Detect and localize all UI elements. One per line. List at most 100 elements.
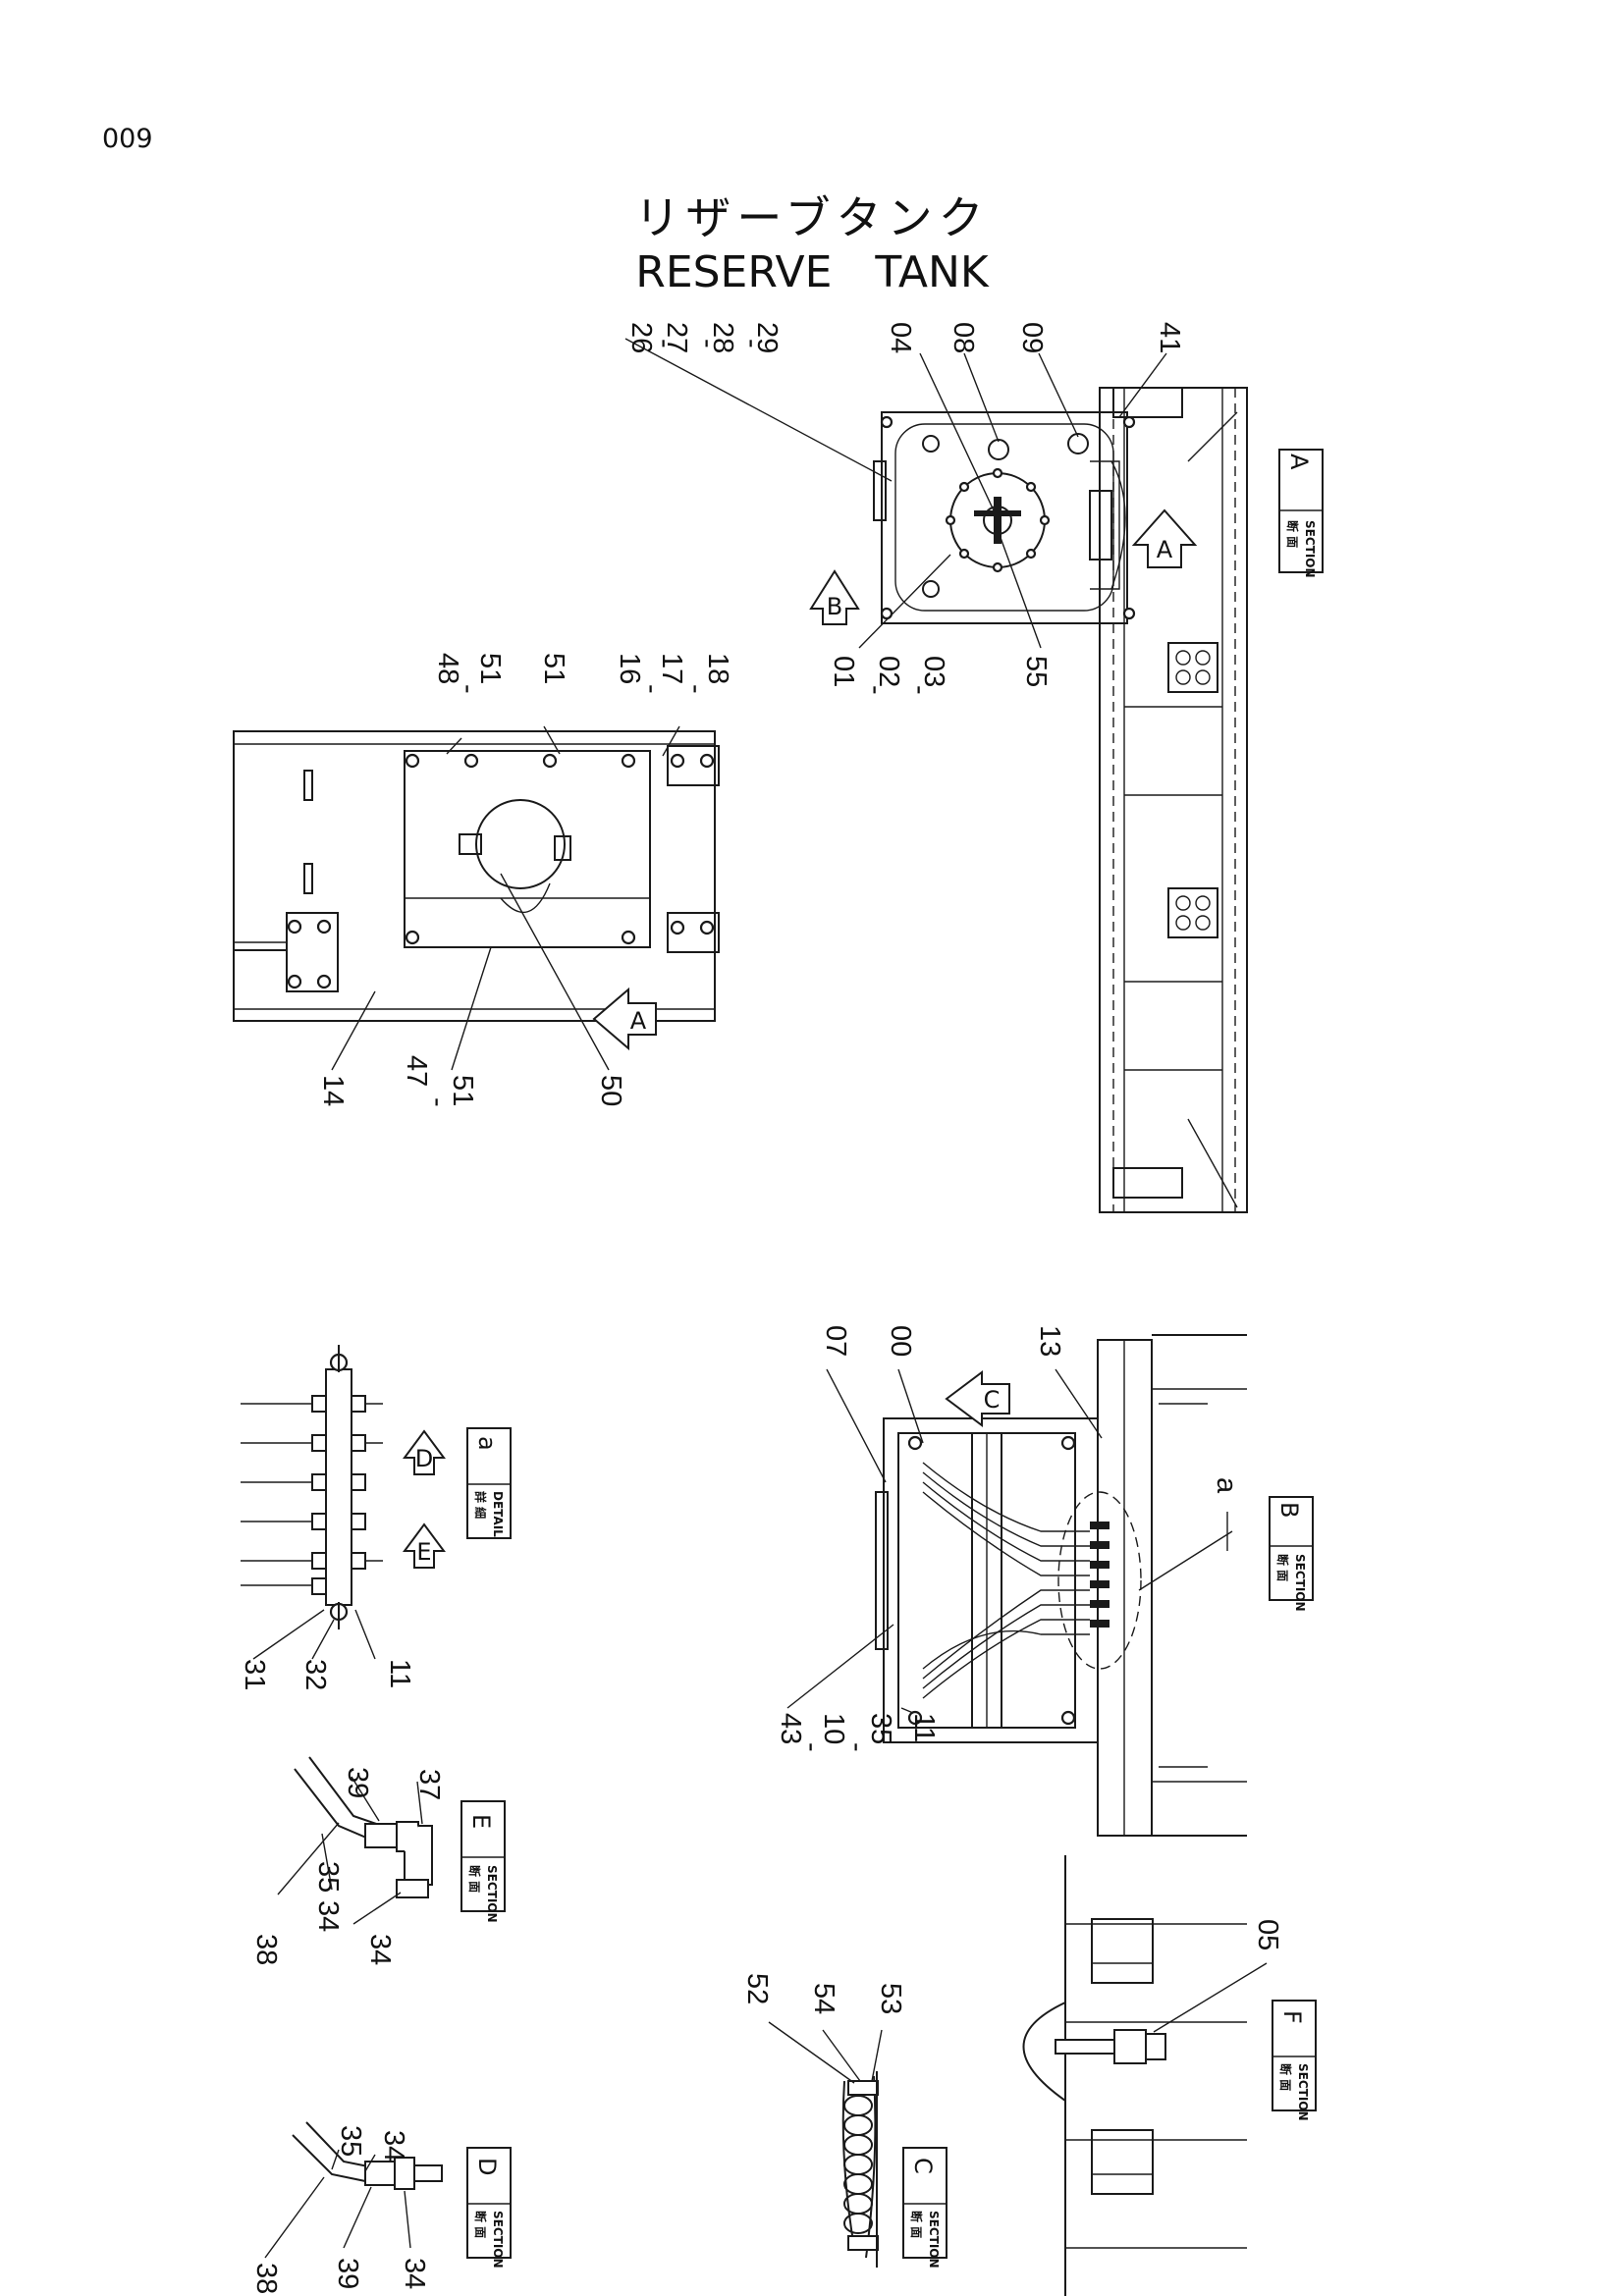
label-17: 17 bbox=[656, 653, 687, 684]
label-51b: 51 bbox=[538, 653, 569, 684]
svg-text:-: - bbox=[904, 685, 936, 695]
label-39a: 39 bbox=[342, 1767, 373, 1798]
svg-text:A: A bbox=[630, 1007, 647, 1035]
svg-text:B: B bbox=[1275, 1502, 1303, 1518]
label-54: 54 bbox=[808, 1983, 839, 2014]
section-b-view: C 07 00 13 43 10 35 11 a - - 断 面 SECTION… bbox=[775, 1325, 1314, 1837]
svg-text:-: - bbox=[453, 684, 484, 694]
label-34b: 34 bbox=[364, 1934, 396, 1965]
label-35c: 35 bbox=[335, 2125, 366, 2157]
view-arrow-b: B bbox=[809, 569, 860, 625]
label-34d: 34 bbox=[399, 2258, 430, 2289]
label-27: 27 bbox=[661, 322, 692, 353]
plan-filler-cap bbox=[475, 799, 566, 889]
section-e-view: 39 37 34 35 38 34 断 面 SECTION E bbox=[250, 1756, 506, 1965]
page-number: 009 bbox=[102, 124, 153, 154]
label-43: 43 bbox=[775, 1713, 806, 1744]
svg-text:D: D bbox=[473, 2158, 501, 2175]
svg-text:断 面: 断 面 bbox=[473, 2211, 488, 2238]
svg-text:SECTION: SECTION bbox=[927, 2211, 941, 2269]
svg-text:B: B bbox=[827, 593, 842, 620]
tag-section-b: 断 面 SECTION B bbox=[1269, 1496, 1314, 1612]
svg-text:-: - bbox=[692, 339, 724, 348]
svg-text:断 面: 断 面 bbox=[909, 2211, 924, 2238]
label-14: 14 bbox=[317, 1075, 349, 1106]
label-51c: 51 bbox=[447, 1075, 478, 1106]
label-38b: 38 bbox=[250, 2263, 282, 2294]
svg-text:-: - bbox=[422, 1097, 454, 1107]
label-39b: 39 bbox=[332, 2258, 363, 2289]
label-41: 41 bbox=[1154, 322, 1185, 353]
tag-section-f: 断 面 SECTION F bbox=[1272, 2000, 1317, 2121]
label-50: 50 bbox=[595, 1075, 626, 1106]
svg-text:A: A bbox=[1285, 454, 1313, 470]
plan-frame bbox=[233, 730, 716, 1022]
section-f-view: 05 断 面 SECTION F bbox=[1022, 1855, 1317, 2296]
label-37: 37 bbox=[413, 1769, 445, 1800]
view-arrow-c: C bbox=[945, 1370, 1010, 1427]
svg-text:SECTION: SECTION bbox=[1293, 1554, 1307, 1612]
svg-text:DETAIL: DETAIL bbox=[491, 1491, 505, 1537]
svg-text:-: - bbox=[860, 685, 892, 695]
label-01: 01 bbox=[828, 656, 859, 687]
label-02: 02 bbox=[873, 656, 904, 687]
section-c-view: 52 54 53 断 面 SECTION C bbox=[741, 1973, 947, 2269]
label-03: 03 bbox=[918, 656, 949, 687]
svg-text:A: A bbox=[1157, 536, 1173, 563]
label-53: 53 bbox=[875, 1983, 906, 2014]
section-b-tank bbox=[883, 1417, 1099, 1743]
tag-detail-a: 詳 細 DETAIL a bbox=[466, 1427, 512, 1539]
label-11a: 11 bbox=[908, 1713, 940, 1742]
svg-text:SECTION: SECTION bbox=[491, 2211, 505, 2269]
svg-text:F: F bbox=[1278, 2010, 1306, 2024]
tag-section-d: 断 面 SECTION D bbox=[466, 2147, 512, 2269]
svg-text:断 面: 断 面 bbox=[1285, 520, 1300, 548]
svg-text:断 面: 断 面 bbox=[1275, 1554, 1290, 1581]
svg-text:-: - bbox=[736, 339, 768, 348]
tag-section-c: 断 面 SECTION C bbox=[902, 2147, 947, 2269]
svg-text:E: E bbox=[416, 1538, 431, 1566]
frame-rail bbox=[1099, 387, 1248, 1213]
svg-text:C: C bbox=[909, 2158, 937, 2174]
tag-section-e: 断 面 SECTION E bbox=[460, 1800, 506, 1923]
label-38a: 38 bbox=[250, 1934, 282, 1965]
label-35b: 35 bbox=[312, 1861, 344, 1893]
label-09: 09 bbox=[1016, 322, 1048, 353]
svg-text:-: - bbox=[649, 339, 680, 348]
label-28: 28 bbox=[707, 322, 738, 353]
svg-text:詳 細: 詳 細 bbox=[473, 1491, 488, 1519]
svg-text:断 面: 断 面 bbox=[467, 1865, 482, 1893]
label-34a: 34 bbox=[312, 1900, 344, 1932]
svg-text:SECTION: SECTION bbox=[1296, 2063, 1310, 2121]
svg-text:C: C bbox=[984, 1386, 1001, 1414]
detail-a-view: D E 31 32 11 詳 細 DETAIL a bbox=[239, 1345, 512, 1690]
svg-text:-: - bbox=[841, 1742, 873, 1752]
section-d-view: 35 34 38 39 34 断 面 SECTION D bbox=[250, 2121, 512, 2294]
svg-text:-: - bbox=[796, 1742, 828, 1752]
svg-text:断 面: 断 面 bbox=[1278, 2063, 1293, 2091]
plan-view: A 48 51 51 16 17 18 14 47 51 50 - - - - bbox=[233, 653, 733, 1107]
plan-tank bbox=[404, 750, 651, 948]
label-48: 48 bbox=[432, 653, 463, 684]
label-10: 10 bbox=[818, 1713, 849, 1744]
label-31: 31 bbox=[239, 1659, 270, 1690]
view-arrow-d: D bbox=[403, 1429, 446, 1475]
label-52: 52 bbox=[741, 1973, 773, 2004]
label-00: 00 bbox=[885, 1325, 916, 1357]
label-51a: 51 bbox=[474, 653, 506, 684]
label-55: 55 bbox=[1020, 656, 1052, 687]
label-18: 18 bbox=[702, 653, 733, 684]
label-05: 05 bbox=[1252, 1919, 1283, 1950]
svg-text:E: E bbox=[467, 1814, 495, 1829]
label-29: 29 bbox=[751, 322, 783, 353]
label-08: 08 bbox=[947, 322, 979, 353]
view-arrow-a: A bbox=[1131, 508, 1198, 568]
svg-text:D: D bbox=[415, 1445, 433, 1472]
label-13: 13 bbox=[1034, 1325, 1065, 1357]
label-35a: 35 bbox=[865, 1713, 896, 1744]
svg-text:-: - bbox=[680, 684, 712, 694]
svg-text:a: a bbox=[473, 1436, 501, 1451]
label-a: a bbox=[1211, 1477, 1242, 1494]
section-a-view: A B 26 27 28 29 04 08 09 41 01 02 03 55 … bbox=[624, 322, 1324, 1213]
